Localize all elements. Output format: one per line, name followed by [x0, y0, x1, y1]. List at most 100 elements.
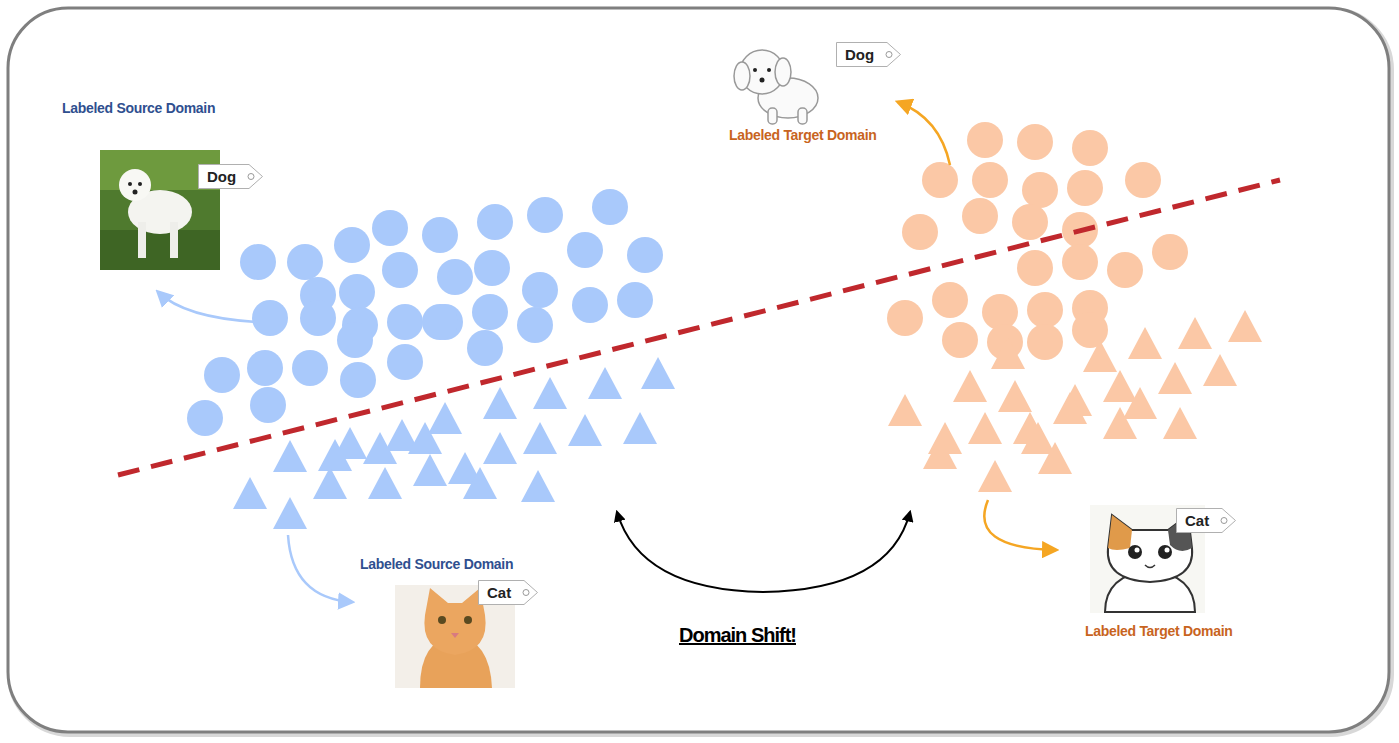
circle-point [337, 322, 373, 358]
circle-point [567, 232, 603, 268]
triangle-point [483, 432, 517, 464]
triangle-point [368, 467, 402, 499]
circle-point [1022, 172, 1058, 208]
circle-point [1027, 324, 1063, 360]
dog-sketch [734, 50, 818, 124]
circle-point [1062, 244, 1098, 280]
leader-arrow [288, 535, 352, 602]
domain-label: Labeled Source Domain [62, 100, 215, 116]
domain-label: Labeled Target Domain [729, 127, 876, 143]
circle-point [617, 282, 653, 318]
triangle-point [523, 422, 557, 454]
triangle-point [953, 370, 987, 402]
circle-point [572, 287, 608, 323]
frame [8, 8, 1389, 732]
circle-point [1012, 204, 1048, 240]
label-tag: Cat [478, 580, 537, 605]
circle-point [1017, 250, 1053, 286]
circle-point [204, 357, 240, 393]
domain-shift-arrow [617, 512, 910, 592]
triangle-point [273, 497, 307, 529]
circle-point [187, 400, 223, 436]
circle-point [287, 244, 323, 280]
circle-point [967, 122, 1003, 158]
domain-label: Labeled Target Domain [1085, 623, 1232, 639]
circle-point [387, 344, 423, 380]
triangle-point [923, 437, 957, 469]
data-points [187, 122, 1262, 529]
triangle-point [1053, 392, 1087, 424]
triangle-point [408, 422, 442, 454]
triangle-point [363, 432, 397, 464]
circle-point [1072, 312, 1108, 348]
circle-point [592, 189, 628, 225]
triangle-point [533, 377, 567, 409]
triangle-point [998, 380, 1032, 412]
leader-arrow [984, 500, 1056, 550]
circle-point [300, 300, 336, 336]
triangle-point [623, 412, 657, 444]
triangle-point [273, 440, 307, 472]
triangle-point [313, 467, 347, 499]
triangle-point [1123, 387, 1157, 419]
caption-label: Domain Shift! [679, 624, 796, 647]
circle-point [240, 244, 276, 280]
circle-point [887, 300, 923, 336]
triangle-point [888, 394, 922, 426]
circle-point [467, 330, 503, 366]
triangle-point [588, 367, 622, 399]
circle-point [1072, 130, 1108, 166]
circle-point [517, 307, 553, 343]
triangle-point [978, 460, 1012, 492]
circle-point [627, 237, 663, 273]
triangle-point [463, 467, 497, 499]
triangle-point [1103, 407, 1137, 439]
circle-point [372, 210, 408, 246]
triangle-point [1228, 310, 1262, 342]
leader-arrow [158, 292, 258, 322]
circle-point [474, 250, 510, 286]
circle-point [477, 204, 513, 240]
triangle-point [641, 357, 675, 389]
circle-point [252, 300, 288, 336]
circle-point [1067, 170, 1103, 206]
circle-point [1017, 124, 1053, 160]
circle-point [972, 162, 1008, 198]
tag-text: Cat [1176, 508, 1235, 533]
circle-point [932, 282, 968, 318]
triangle-point [568, 414, 602, 446]
circle-point [1107, 252, 1143, 288]
triangle-point [233, 477, 267, 509]
circle-point [962, 198, 998, 234]
triangle-point [968, 412, 1002, 444]
triangle-point [1203, 354, 1237, 386]
circle-point [1027, 292, 1063, 328]
domain-label: Labeled Source Domain [360, 556, 513, 572]
circle-point [522, 272, 558, 308]
triangle-point [1128, 327, 1162, 359]
triangle-point [1103, 370, 1137, 402]
triangle-point [1163, 407, 1197, 439]
triangle-point [413, 454, 447, 486]
circle-point [247, 350, 283, 386]
circle-point [422, 217, 458, 253]
decision-boundary [118, 180, 1280, 475]
circle-point [1152, 234, 1188, 270]
label-tag: Cat [1176, 508, 1235, 533]
label-tag: Dog [198, 164, 262, 189]
leader-arrow [898, 102, 950, 165]
circle-point [387, 304, 423, 340]
tag-text: Dog [836, 42, 900, 67]
circle-point [982, 294, 1018, 330]
triangle-point [1021, 422, 1055, 454]
tag-text: Dog [198, 164, 262, 189]
circle-point [334, 227, 370, 263]
circle-point [942, 322, 978, 358]
circle-point [422, 304, 458, 340]
triangle-point [428, 402, 462, 434]
circle-point [339, 274, 375, 310]
triangle-point [1083, 340, 1117, 372]
triangle-point [483, 387, 517, 419]
tag-text: Cat [478, 580, 537, 605]
circle-point [250, 387, 286, 423]
